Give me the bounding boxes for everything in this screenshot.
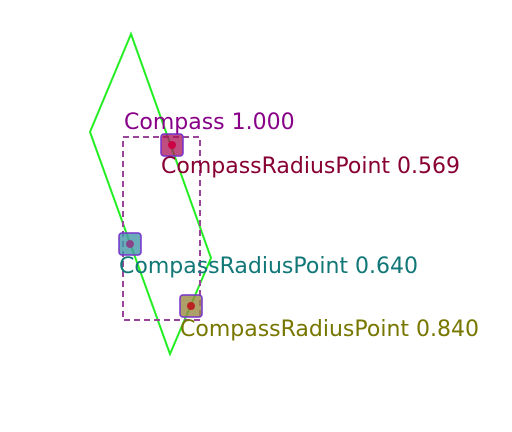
radius-point-marker-2 bbox=[118, 232, 142, 256]
radius-point-dot-1 bbox=[168, 141, 176, 149]
radius-point-dot-2 bbox=[126, 240, 134, 248]
radius-point-label-3: CompassRadiusPoint 0.840 bbox=[180, 317, 479, 342]
radius-point-label-2: CompassRadiusPoint 0.640 bbox=[119, 254, 418, 279]
compass-outline bbox=[88, 31, 213, 357]
radius-point-marker-3 bbox=[179, 294, 203, 318]
radius-point-label-1: CompassRadiusPoint 0.569 bbox=[161, 154, 460, 179]
radius-point-dot-3 bbox=[187, 302, 195, 310]
compass-label: Compass 1.000 bbox=[124, 110, 295, 135]
radius-point-marker-1 bbox=[160, 133, 184, 157]
